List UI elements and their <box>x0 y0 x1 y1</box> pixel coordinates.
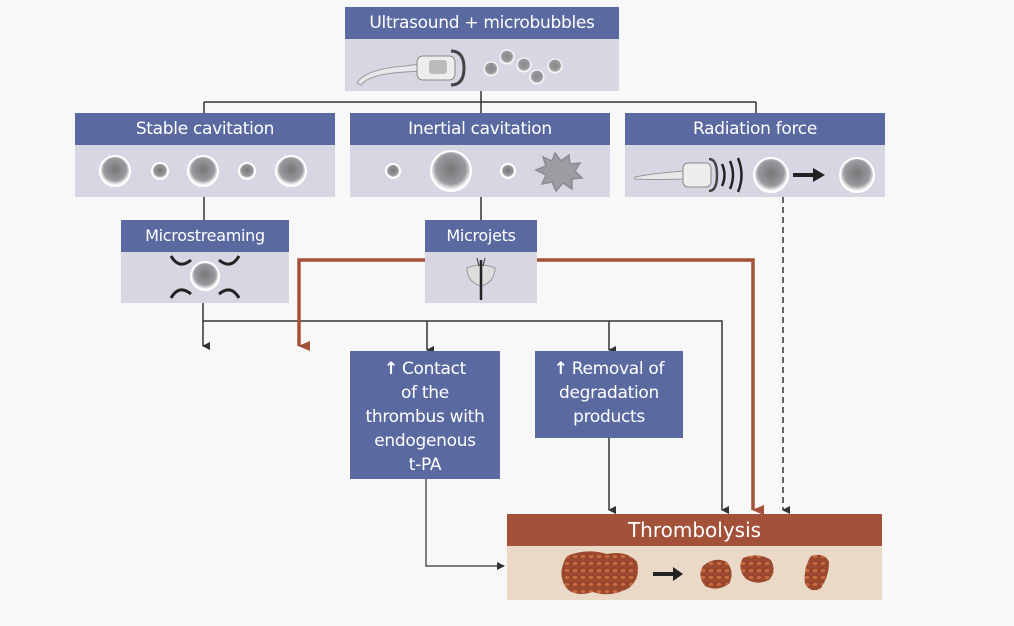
node-title: Microjets <box>425 220 537 252</box>
bubble-small <box>151 162 169 180</box>
streaming-bubble-icon <box>169 255 241 299</box>
node-illustration <box>121 252 289 303</box>
clot-fragment-icon <box>804 554 829 591</box>
node-illustration <box>507 546 882 600</box>
bubble-small <box>500 163 516 179</box>
node-stable-cavitation: Stable cavitation <box>75 113 335 197</box>
node-illustration <box>75 145 335 197</box>
node-microstreaming: Microstreaming <box>121 220 289 303</box>
clot-fragment-icon <box>700 559 732 589</box>
microbubbles-cluster-icon <box>483 49 563 85</box>
microjet-bubble-icon <box>466 257 496 300</box>
connector-contact-thrombolysis <box>425 479 505 570</box>
node-title: Radiation force <box>625 113 885 145</box>
bubble-small <box>238 162 256 180</box>
ultrasound-probe-icon <box>634 157 719 193</box>
node-inertial-cavitation: Inertial cavitation <box>350 113 610 197</box>
node-text-line: of the <box>401 383 449 403</box>
arrow-right-icon <box>793 168 825 182</box>
clot-large-icon <box>561 551 638 595</box>
node-illustration <box>345 39 619 91</box>
bubbles-oscillating-icon <box>99 155 307 187</box>
radiation-illustration <box>634 157 875 193</box>
node-text-line: t-PA <box>408 455 442 475</box>
sound-wave-icon <box>720 157 743 193</box>
bubble-large <box>187 155 219 187</box>
node-thrombolysis: Thrombolysis <box>507 514 882 600</box>
node-illustration <box>350 145 610 197</box>
increase-arrow-icon: ↑ <box>384 359 398 379</box>
node-contact-thrombus-tpa: ↑Contact of the thrombus with endogenous… <box>350 351 500 479</box>
bubble-large <box>275 155 307 187</box>
node-title: Stable cavitation <box>75 113 335 145</box>
node-text-line: degradation <box>559 383 659 403</box>
node-text-line: thrombus with <box>365 407 485 427</box>
node-illustration <box>625 145 885 197</box>
bubble-large <box>839 157 875 193</box>
node-text-line: Contact <box>401 359 466 379</box>
node-title: Thrombolysis <box>507 514 882 546</box>
bubble-large <box>99 155 131 187</box>
node-title: Microstreaming <box>121 220 289 252</box>
clot-dissolution-icon <box>561 551 829 595</box>
node-text-line: endogenous <box>374 431 476 451</box>
node-microjets: Microjets <box>425 220 537 303</box>
arrow-right-icon <box>653 567 683 581</box>
node-title: Inertial cavitation <box>350 113 610 145</box>
node-text-line: products <box>573 407 645 427</box>
node-removal-degradation: ↑Removal of degradation products <box>535 351 683 438</box>
increase-arrow-icon: ↑ <box>553 359 568 379</box>
bubble-small <box>385 163 401 179</box>
node-text-line: Removal of <box>571 359 665 379</box>
node-ultrasound-microbubbles: Ultrasound + microbubbles <box>345 7 619 91</box>
node-radiation-force: Radiation force <box>625 113 885 197</box>
bubble-burst <box>534 151 584 193</box>
connector-microjets-left <box>297 258 425 351</box>
bubble-large <box>753 157 789 193</box>
node-illustration <box>425 252 537 303</box>
node-title: Ultrasound + microbubbles <box>345 7 619 39</box>
clot-fragment-icon <box>740 555 774 583</box>
bubbles-collapsing-icon <box>385 150 584 193</box>
bubble-large <box>430 150 472 192</box>
ultrasound-probe-icon <box>356 49 466 87</box>
